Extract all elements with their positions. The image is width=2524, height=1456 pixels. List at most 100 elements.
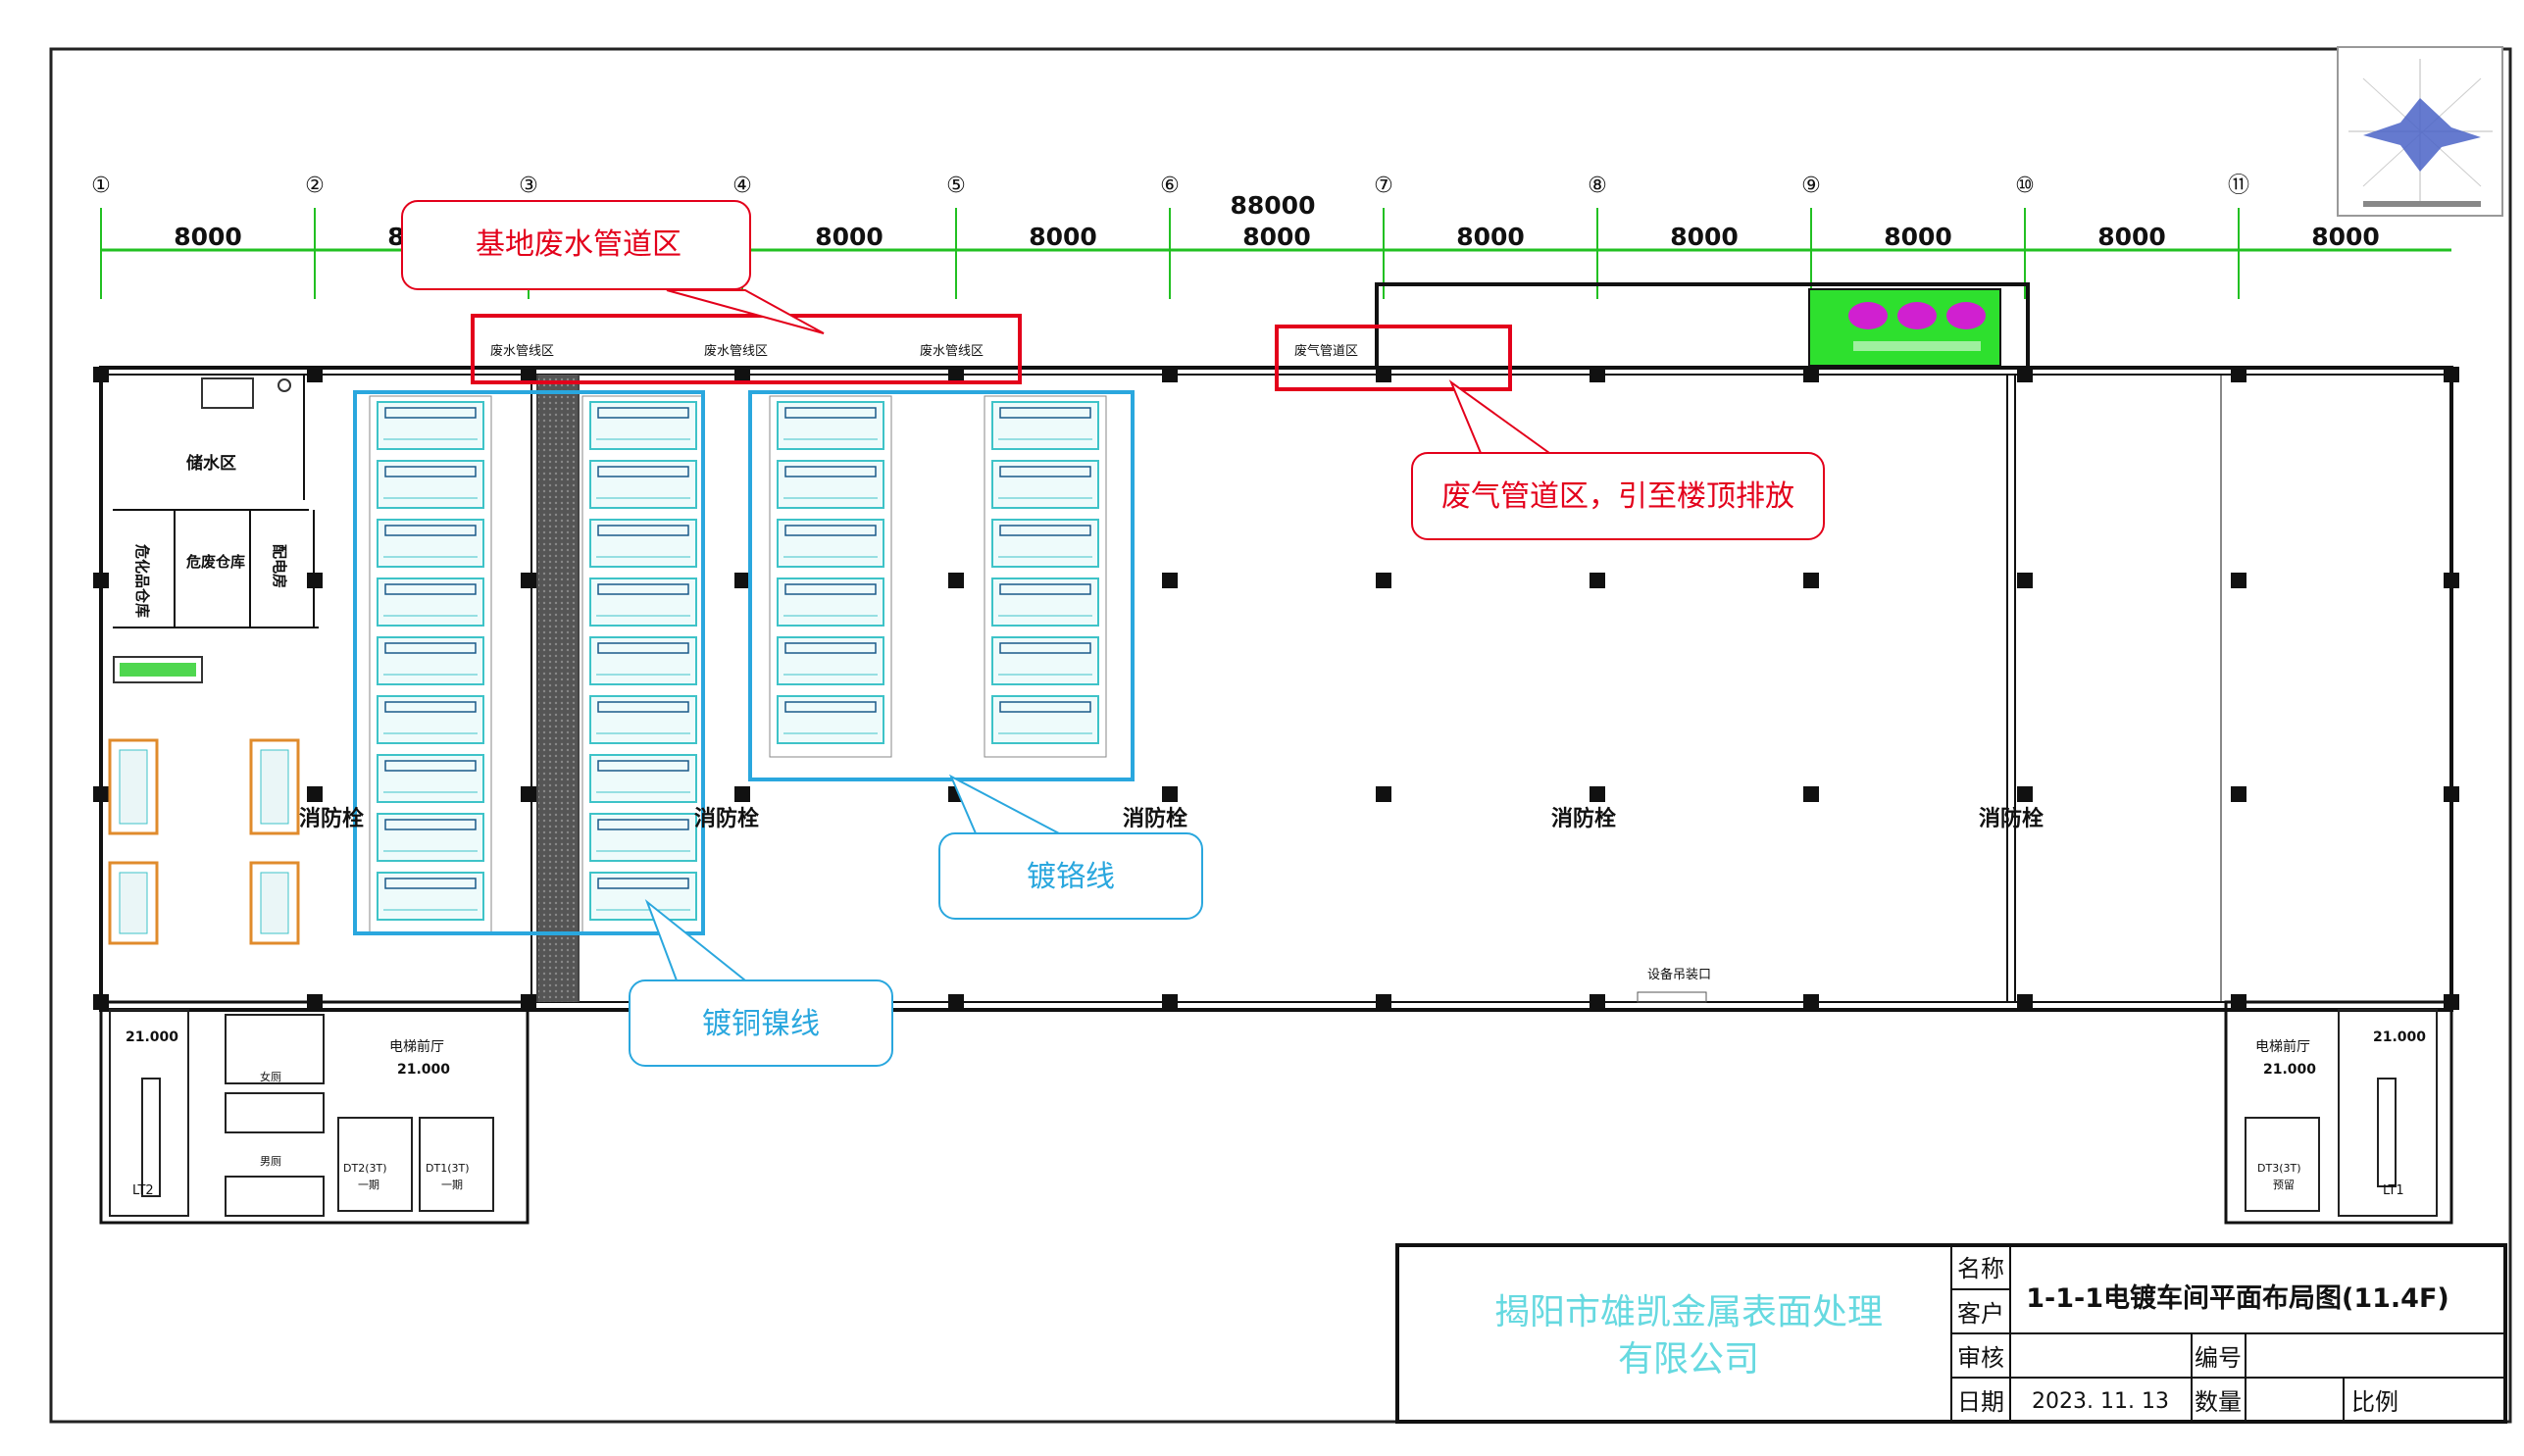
tank-rectifier <box>597 525 689 536</box>
structural-column <box>1803 786 1819 802</box>
structural-column <box>734 367 750 382</box>
hydrant-label-4: 消防栓 <box>1551 807 1616 831</box>
axis-bubble-9: ⑨ <box>1801 174 1821 198</box>
title-block-date-value: 2023. 11. 13 <box>2032 1389 2169 1414</box>
structural-column <box>1590 786 1605 802</box>
structural-column <box>734 573 750 588</box>
tank-rectifier <box>999 466 1091 477</box>
axis-bubble-8: ⑧ <box>1588 174 1607 198</box>
structural-column <box>2444 994 2459 1010</box>
structural-column <box>521 786 536 802</box>
title-block-client-label: 客户 <box>1957 1300 2004 1328</box>
title-block-name-label: 名称 <box>1957 1255 2004 1282</box>
rooftop-scrubber-box <box>1808 288 2001 367</box>
span-dimension-6: 8000 <box>1242 223 1311 251</box>
tank-rectifier <box>999 701 1091 713</box>
elevator-dt1-phase: 一期 <box>441 1179 463 1191</box>
compass-rose-icon <box>2337 46 2503 217</box>
tank-rectifier <box>597 583 689 595</box>
structural-column <box>93 786 109 802</box>
elevator-lobby-right-label: 电梯前厅 <box>2255 1038 2310 1055</box>
plating-tank <box>589 813 697 862</box>
copper-nickel-line-callout: 镀铜镍线 <box>353 390 893 1067</box>
structural-column <box>1803 994 1819 1010</box>
chrome-line-callout: 镀铬线 <box>748 390 1203 920</box>
structural-column <box>1162 994 1178 1010</box>
structural-column <box>1803 573 1819 588</box>
stair-right-level: 21.000 <box>2373 1029 2426 1045</box>
span-dimension-10: 8000 <box>2097 223 2166 251</box>
plating-tank <box>991 460 1099 509</box>
tank-rectifier <box>384 760 477 772</box>
plating-tank <box>777 695 884 744</box>
hydrant-label-2: 消防栓 <box>694 807 759 831</box>
plating-tank <box>589 460 697 509</box>
axis-bubble-7: ⑦ <box>1374 174 1393 198</box>
plating-tank <box>377 754 484 803</box>
sheet-border <box>49 47 2512 1424</box>
elevator-dt2-label: DT2(3T) <box>343 1162 387 1175</box>
title-block-company-line1: 揭阳市雄凯金属表面处理 <box>1494 1292 1883 1332</box>
axis-bubble-6: ⑥ <box>1160 174 1180 198</box>
structural-column <box>307 367 323 382</box>
structural-column <box>1376 994 1391 1010</box>
water-storage-label: 储水区 <box>186 453 236 474</box>
plating-tank <box>777 401 884 450</box>
axis-bubble-10: ⑩ <box>2015 174 2035 198</box>
tank-rectifier <box>784 407 877 419</box>
tank-rectifier <box>597 878 689 889</box>
plating-tank <box>377 636 484 685</box>
structural-column <box>1376 573 1391 588</box>
structural-column <box>1162 573 1178 588</box>
chemical-store-label: 危化品仓库 <box>133 544 151 618</box>
structural-column <box>734 786 750 802</box>
structural-column <box>1376 786 1391 802</box>
elevator-lobby-left-label: 电梯前厅 <box>389 1038 444 1055</box>
plating-tank <box>377 813 484 862</box>
tank-row-frame <box>984 395 1107 758</box>
tank-rectifier <box>384 701 477 713</box>
structural-column <box>1162 786 1178 802</box>
elevator-dt3-phase: 预留 <box>2273 1179 2295 1191</box>
plating-tank <box>589 872 697 921</box>
tank-rectifier <box>384 525 477 536</box>
power-room-label: 配电房 <box>271 544 288 588</box>
chrome-line-callout-text: 镀铬线 <box>1027 860 1115 894</box>
plating-tank <box>777 519 884 568</box>
plating-tank <box>991 519 1099 568</box>
plating-tank <box>777 577 884 627</box>
elevator-dt3-label: DT3(3T) <box>2257 1162 2301 1175</box>
tank-rectifier <box>999 407 1091 419</box>
tank-rectifier <box>784 642 877 654</box>
tank-rectifier <box>597 466 689 477</box>
tank-rectifier <box>597 407 689 419</box>
tank-rectifier <box>784 583 877 595</box>
plating-tank <box>589 519 697 568</box>
span-dimension-1: 8000 <box>174 223 242 251</box>
tank-rectifier <box>784 525 877 536</box>
tank-rectifier <box>999 642 1091 654</box>
structural-column <box>2444 367 2459 382</box>
axis-bubble-5: ⑤ <box>946 174 966 198</box>
hydrant-label-3: 消防栓 <box>1123 807 1187 831</box>
tank-rectifier <box>384 878 477 889</box>
plating-tank <box>991 577 1099 627</box>
wastewater-pipe-label-3: 废水管线区 <box>920 343 984 359</box>
structural-column <box>2444 573 2459 588</box>
title-block-review-label: 审核 <box>1957 1344 2004 1372</box>
wastewater-callout-text: 基地废水管道区 <box>476 227 681 262</box>
structural-column <box>2017 994 2033 1010</box>
span-dimension-8: 8000 <box>1670 223 1739 251</box>
structural-column <box>2231 573 2246 588</box>
structural-column <box>1590 573 1605 588</box>
elevator-dt1-label: DT1(3T) <box>426 1162 470 1175</box>
structural-column <box>521 994 536 1010</box>
elevator-dt2-phase: 一期 <box>358 1179 379 1191</box>
stair-left-level: 21.000 <box>126 1029 178 1045</box>
total-dimension: 88000 <box>1231 191 1316 220</box>
exhaust-callout-bubble <box>1411 452 1825 540</box>
hydrant-label-5: 消防栓 <box>1979 807 2044 831</box>
tank-rectifier <box>597 819 689 830</box>
tank-rectifier <box>784 466 877 477</box>
